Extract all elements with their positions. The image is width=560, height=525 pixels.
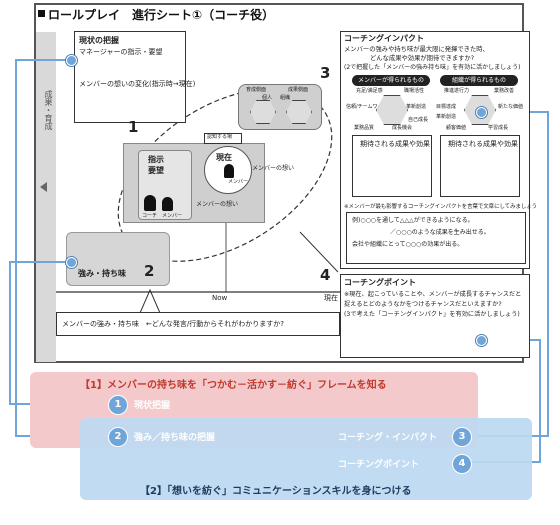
coach-label: コーチ: [142, 213, 158, 219]
kizuku-tag: [204, 133, 242, 144]
member-feeling-top: メンバーの想い: [252, 165, 295, 172]
right-hex-label-4: 新たな価値: [498, 104, 524, 110]
instruction-label: 指示 要望: [148, 155, 164, 175]
impact-example-1: 例)○○○を通して△△△ができるようになる。: [352, 217, 474, 224]
number-3: 3: [320, 64, 331, 82]
impact-line3: (2で把握した「メンバーの強み持ち味」を有効に活かしましょう): [344, 64, 521, 71]
coaching-point-line1: ※現在、起こっていることや、メンバーが成長するチャンスだと: [344, 291, 522, 298]
right-hex-label-1: 推進遂行力: [444, 88, 470, 94]
impact-example-box: [346, 212, 526, 264]
number-1: 1: [128, 118, 139, 136]
coaching-point-panel: [340, 274, 530, 358]
connector-dot-1: [66, 55, 77, 66]
coaching-point-title: コーチングポイント: [344, 278, 416, 287]
current-label: 現在: [216, 153, 232, 162]
side-label: 成果・育成: [44, 90, 53, 130]
strengths-label: 強み・持ち味: [78, 269, 126, 278]
right-hex-label-5: 業務改善: [494, 88, 515, 94]
left-hex-label-4: 革新創造: [406, 104, 427, 110]
current-status-line2: メンバーの想いの変化(指示時→現在): [79, 80, 196, 88]
left-hex-label-5: 職場活性: [404, 88, 425, 94]
hex-row-left: 個人: [262, 95, 273, 101]
member-bubble-label: メンバー: [228, 179, 249, 185]
legend-pink-title: 【1】メンバーの持ち味を「つかむ－活かす－紡ぐ」フレームを知る: [80, 380, 387, 391]
member-feeling-bottom: メンバーの想い: [196, 201, 239, 208]
side-arrow-icon: [40, 182, 47, 192]
member-hex-icon: [376, 95, 408, 125]
number-2: 2: [144, 262, 155, 280]
left-hex-label-6: 業務品質: [354, 125, 375, 131]
number-4: 4: [320, 266, 331, 284]
legend-label-4: コーチングポイント: [338, 460, 420, 470]
hex-diagram-right-icon: [286, 100, 312, 124]
legend-num-1: 1: [108, 395, 128, 415]
bottom-question-box: [56, 312, 340, 336]
current-member-head-icon: [224, 164, 234, 178]
coaching-point-line3: (3で考えた「コーチングインパクト」を有効に活かしましょう): [344, 311, 520, 318]
side-strip: [36, 32, 56, 362]
arrow-4: [299, 231, 339, 273]
impact-example-2: ／○○○のような成果を生み出せる。: [390, 229, 490, 236]
bottom-question-text: メンバーの強み・持ち味 ←どんな発言/行動からそれがわかりますか?: [62, 320, 284, 328]
current-status-title: 現状の把握: [79, 36, 119, 45]
legend-num-2: 2: [108, 427, 128, 447]
member-head-icon: [162, 197, 173, 211]
pointer-2: [139, 288, 161, 314]
coaching-point-line2: 捉えるとどのようなかをつけるチャンスだといえますか?: [344, 301, 502, 308]
effect-left-label: 期待される成果や効果: [360, 140, 430, 148]
legend-num-3: 3: [452, 427, 472, 447]
left-hex-label-3: 自己成長: [408, 117, 429, 123]
impact-title: コーチングインパクト: [344, 34, 424, 43]
connector-dot-3: [476, 107, 487, 118]
current-status-line1: マネージャーの指示・要望: [79, 48, 163, 56]
hex-group-right-label: 成果側面: [288, 87, 309, 93]
legend-blue-title: 【2】「想いを紡ぐ」コミュニケーションスキルを身につける: [140, 486, 412, 497]
title-bullet: [38, 10, 45, 17]
sheet-title: ロールプレイ 進行シート①（コーチ役）: [48, 8, 275, 22]
current-status-box: 現状の把握 マネージャーの指示・要望 メンバーの想いの変化(指示時→現在): [74, 31, 195, 123]
current-circle: [204, 146, 252, 194]
present-label: 現在: [324, 294, 338, 302]
effect-box-left: [352, 135, 432, 197]
hex-group-left-label: 育成側面: [246, 87, 267, 93]
legend-label-3: コーチング・インパクト: [338, 433, 438, 443]
right-hex-label-2: 目標達成: [436, 104, 457, 110]
impact-line1: メンバーの強みや持ち味が最大限に発揮できた時、: [344, 46, 489, 53]
effect-box-right: [440, 135, 520, 197]
coach-head-icon: [144, 195, 156, 211]
impact-example-3: 会社や組織にとって○○○の効果が出る。: [352, 241, 464, 248]
right-hex-label-3: 革新創造: [436, 114, 457, 120]
now-label: Now: [212, 294, 228, 302]
left-hex-label-2: 信頼/チームワーク: [346, 104, 388, 110]
left-hex-label-1: 充足/満足感: [356, 88, 383, 94]
legend-label-2: 強み／持ち味の把握: [134, 433, 216, 443]
legend-label-1: 現状把握: [134, 401, 171, 411]
impact-line2: どんな成果や効果が期待できますか?: [370, 55, 475, 62]
strengths-box: [66, 232, 170, 286]
kizuku-label: 認知する場: [207, 134, 233, 140]
connector-dot-4: [476, 335, 487, 346]
legend-num-4: 4: [452, 454, 472, 474]
right-hex-label-7: 学習成長: [488, 125, 509, 131]
pill-member-gains: メンバーが得られるもの: [352, 75, 430, 86]
effect-right-label: 期待される成果や効果: [448, 140, 518, 148]
pill-org-gains: 組織が得られるもの: [440, 75, 518, 86]
connector-dot-2: [66, 257, 77, 268]
right-hex-label-6: 顧客価値: [446, 125, 467, 131]
impact-note: ※メンバーが最も影響するコーチングインパクトを言葉で文章にしてみましょう: [344, 204, 538, 210]
left-hex-label-7: 成長機会: [392, 125, 413, 131]
hex-row-right: 組織: [280, 95, 291, 101]
member-label: メンバー: [162, 213, 183, 219]
